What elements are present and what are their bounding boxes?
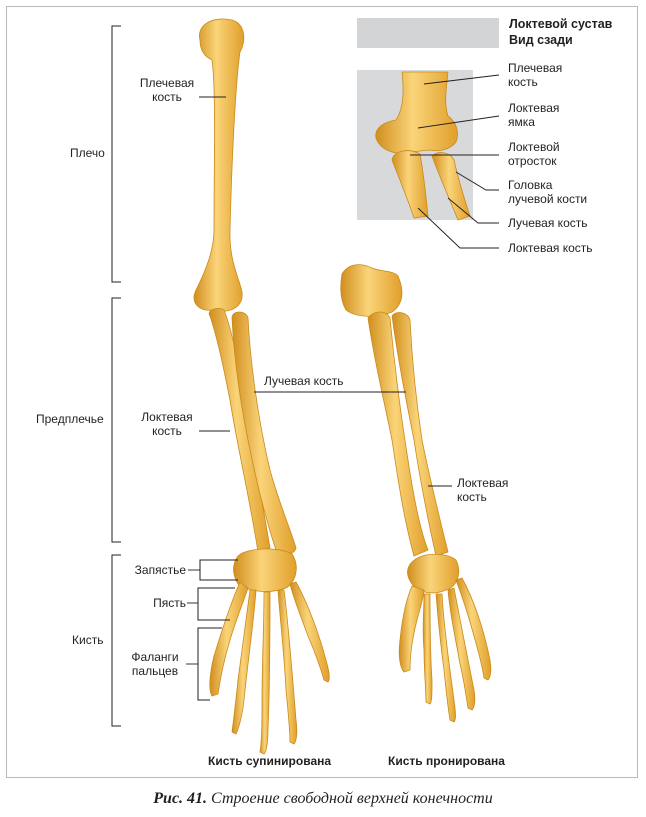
brackets <box>111 25 238 727</box>
forearm-label: Предплечье <box>36 412 104 426</box>
pronated-radius <box>367 311 429 557</box>
supinated-label: Кисть супинирована <box>208 754 332 768</box>
pronated-ulna <box>391 312 449 557</box>
ulna-label-right: Локтевая кость <box>457 476 509 504</box>
hand-bracket <box>111 554 121 727</box>
ulna-label-left: Локтевая кость <box>141 410 193 438</box>
carpus-bones <box>233 548 297 592</box>
left-arm-illustration <box>193 18 330 755</box>
inset-title-bar <box>357 18 499 48</box>
inset-radial-head-label: Головка лучевой кости <box>508 178 588 206</box>
phalanges-label: Фаланги пальцев <box>131 650 179 678</box>
elbow-inset-illustration <box>375 71 471 221</box>
inset-humerus-label: Плечевая кость <box>508 61 563 89</box>
distal-humerus <box>340 264 403 317</box>
pronated-label: Кисть пронирована <box>388 754 505 768</box>
inset-olecranon-label: Локтевой отросток <box>508 140 560 168</box>
figure-caption: Рис. 41. Строение свободной верхней коне… <box>0 790 646 808</box>
metacarpus-label: Пясть <box>153 596 186 610</box>
right-arm-illustration <box>340 264 492 723</box>
forearm-bracket <box>111 297 121 543</box>
figure-title: Строение свободной верхней конечности <box>211 790 493 807</box>
radius-label: Лучевая кость <box>264 374 344 388</box>
inset-title: Локтевой сустав Вид сзади <box>509 17 613 47</box>
metacarpus-bracket <box>197 587 235 621</box>
ulna-bone <box>208 308 271 553</box>
shoulder-bracket <box>111 25 121 283</box>
shoulder-label: Плечо <box>70 146 105 160</box>
wrist-label: Запястье <box>134 563 186 577</box>
inset-radius-label: Лучевая кость <box>508 216 588 230</box>
pronated-carpus <box>407 553 460 594</box>
humerus-label: Плечевая кость <box>139 76 195 104</box>
figure-number: Рис. 41. <box>153 790 208 807</box>
leader-lines <box>186 74 500 665</box>
inset-fossa-label: Локтевая ямка <box>508 101 560 129</box>
radius-bone <box>231 311 297 555</box>
humerus-bone <box>193 18 245 312</box>
hand-label: Кисть <box>72 633 104 647</box>
inset-ulna-label: Локтевая кость <box>508 241 593 255</box>
wrist-bracket <box>199 559 238 581</box>
